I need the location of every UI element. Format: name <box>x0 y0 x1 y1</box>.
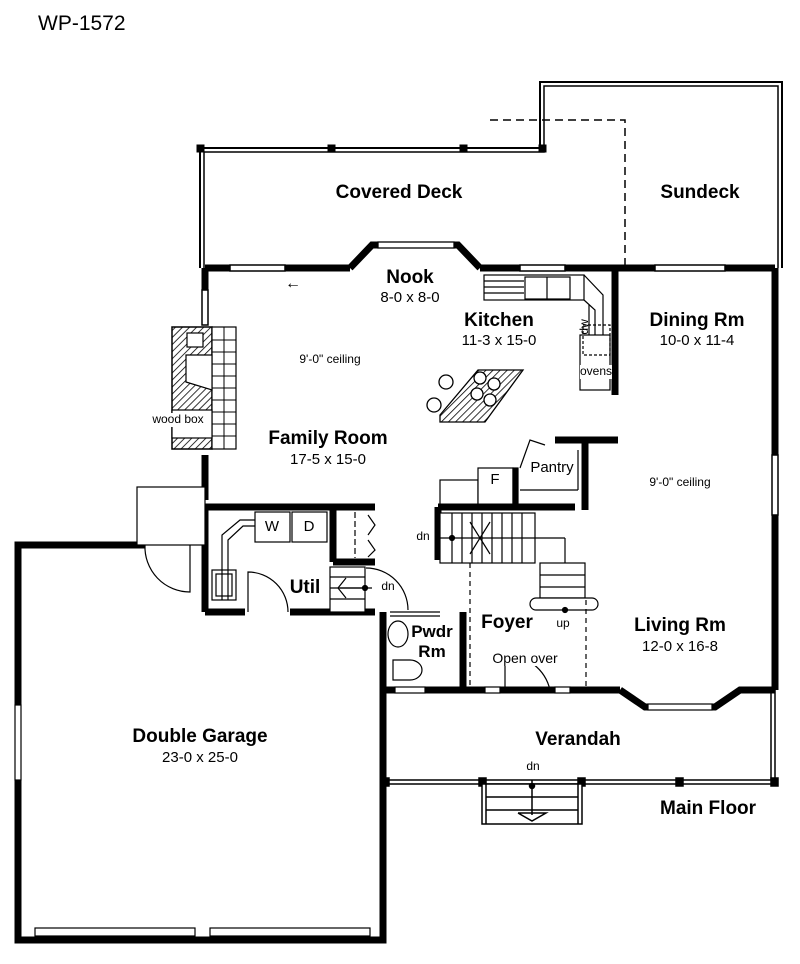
util-stairs-dn: dn <box>381 579 395 594</box>
arrow-icon: ← <box>285 275 301 292</box>
room-sundeck: Sundeck <box>660 182 740 203</box>
wood-box-label: wood box <box>152 412 204 427</box>
windows <box>201 264 779 516</box>
main-stairs <box>439 512 599 690</box>
room-living-dims: 12-0 x 16-8 <box>642 638 718 655</box>
foyer-open-over-note: Open over <box>492 650 558 667</box>
room-dining: Dining Rm <box>649 310 745 331</box>
verandah-stairs-dn: dn <box>526 759 540 773</box>
kitchen-counter <box>483 274 611 391</box>
room-family-dims: 17-5 x 15-0 <box>290 451 366 468</box>
garage-walls <box>14 541 387 944</box>
room-living: Living Rm <box>634 615 726 636</box>
family-ceiling-note: 9'-0" ceiling <box>299 352 361 366</box>
room-dining-dims: 10-0 x 11-4 <box>659 332 735 349</box>
floor-name: Main Floor <box>660 798 757 819</box>
dishwasher-label: dw <box>576 319 591 335</box>
room-garage-dims: 23-0 x 25-0 <box>162 749 238 766</box>
room-kitchen: Kitchen <box>464 310 534 331</box>
verandah-outline <box>381 690 779 825</box>
dryer-label: D <box>303 518 315 535</box>
covered-deck-outline <box>196 81 783 268</box>
ovens-label: ovens <box>579 364 613 379</box>
room-nook-dims: 8-0 x 8-0 <box>380 289 440 306</box>
plan-id: WP-1572 <box>38 12 126 35</box>
fridge-label: F <box>490 471 500 488</box>
kitchen-island <box>426 369 525 423</box>
room-pwdr-2: Rm <box>418 642 446 661</box>
washer-label: W <box>264 518 280 535</box>
main-stairs-dn: dn <box>416 529 430 543</box>
main-stairs-up: up <box>556 616 570 630</box>
room-pwdr: Pwdr <box>411 622 453 641</box>
room-family: Family Room <box>268 428 388 449</box>
room-covered-deck: Covered Deck <box>335 182 463 203</box>
pantry-label: Pantry <box>530 459 574 476</box>
room-foyer: Foyer <box>481 612 533 633</box>
room-garage: Double Garage <box>132 726 268 747</box>
fireplace <box>171 326 237 450</box>
room-util: Util <box>289 577 321 598</box>
living-ceiling-note: 9'-0" ceiling <box>649 475 711 489</box>
room-verandah: Verandah <box>535 729 621 750</box>
room-kitchen-dims: 11-3 x 15-0 <box>461 332 537 349</box>
room-nook: Nook <box>386 267 434 288</box>
